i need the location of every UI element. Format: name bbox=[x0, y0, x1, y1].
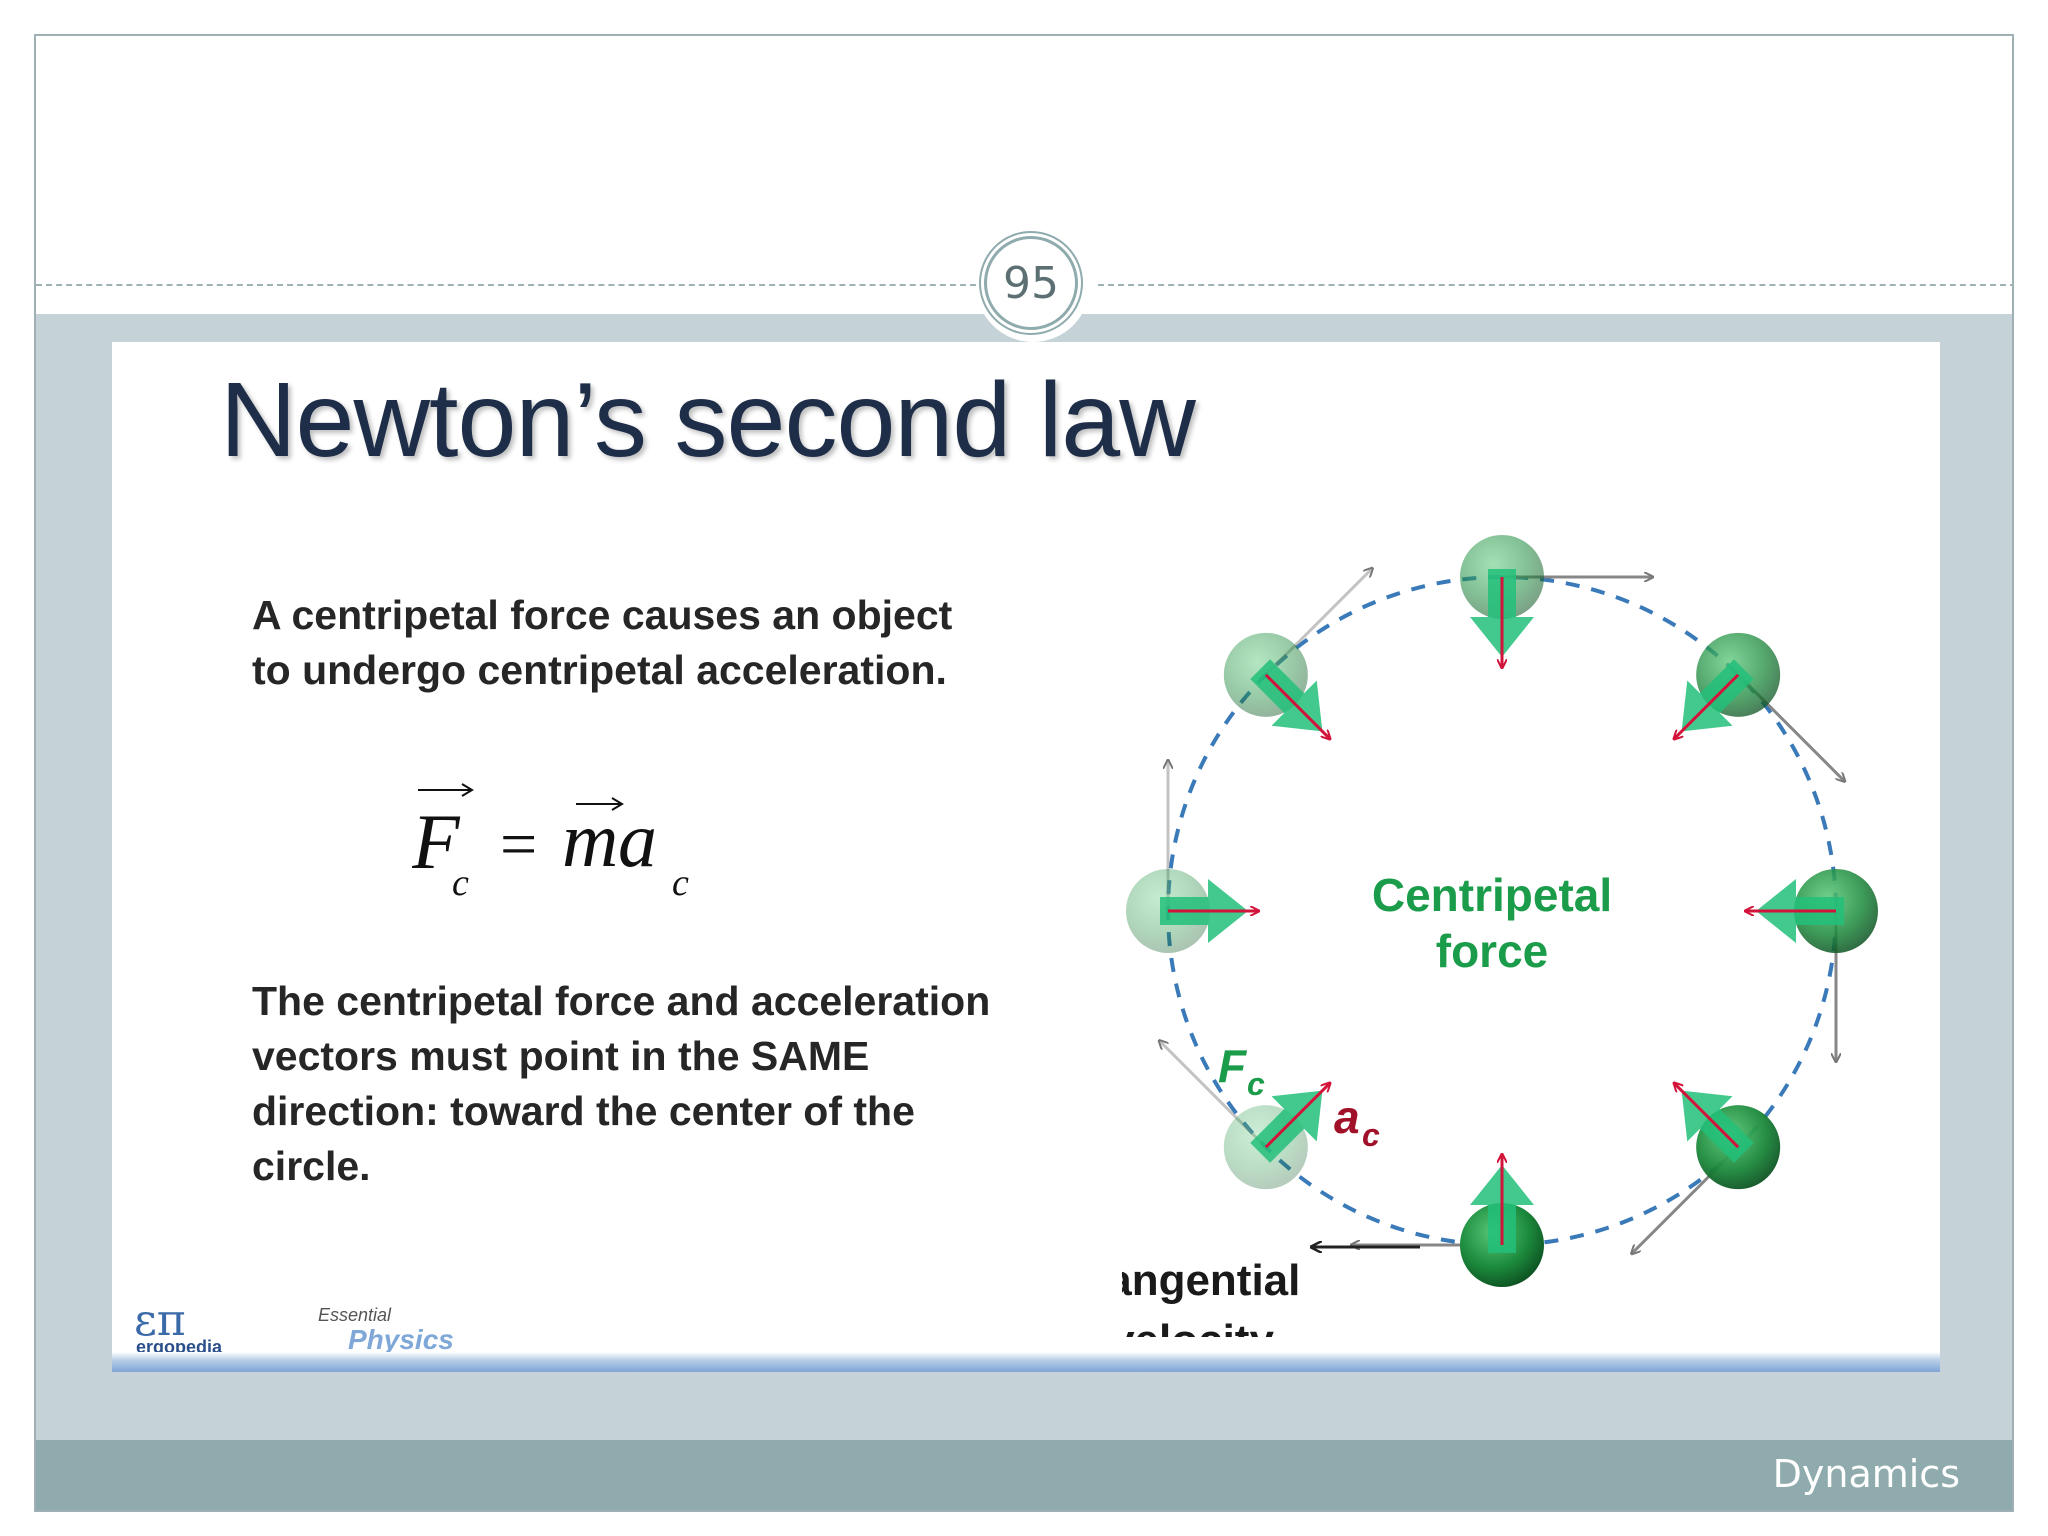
accel-label: a c bbox=[1334, 1091, 1380, 1153]
tangential-label: Tangential velocity bbox=[1122, 1256, 1300, 1337]
series-line2: Physics bbox=[348, 1324, 454, 1355]
accel-label-subscript: c bbox=[1362, 1117, 1380, 1153]
center-label-line1: Centripetal bbox=[1372, 869, 1612, 921]
vector-arrowhead-accel bbox=[611, 797, 624, 811]
slide-bottom-bar bbox=[112, 1352, 1940, 1372]
force-label-subscript: c bbox=[1247, 1066, 1265, 1102]
footer-band: Dynamics bbox=[36, 1440, 2012, 1510]
slide-title: Newton’s second law bbox=[220, 361, 1196, 479]
footer-section-label: Dynamics bbox=[1772, 1452, 1960, 1496]
slide-frame: Dynamics 95 Newton’s second law A centri… bbox=[34, 34, 2014, 1512]
orbit-object-top bbox=[1460, 535, 1652, 667]
equation-equals-sign: = bbox=[500, 808, 537, 881]
force-label: F c bbox=[1218, 1040, 1265, 1102]
acceleration-vector-bottom-right bbox=[1675, 1084, 1740, 1149]
equation-force-subscript: c bbox=[452, 862, 469, 904]
page-number-badge: 95 bbox=[976, 228, 1090, 342]
header-divider-left bbox=[36, 284, 976, 286]
equation-accel-subscript: c bbox=[672, 862, 689, 904]
orbit-object-bottom-right bbox=[1632, 1068, 1781, 1253]
orbit-object-bottom bbox=[1352, 1155, 1544, 1287]
equation-accel-symbol: a bbox=[618, 796, 657, 883]
acceleration-vector-bottom-left bbox=[1264, 1084, 1330, 1149]
logo-symbol: επ bbox=[134, 1297, 186, 1346]
equation-mass-symbol: m bbox=[562, 796, 618, 883]
orbit-object-right bbox=[1746, 869, 1878, 1061]
tangential-label-line1: Tangential bbox=[1122, 1256, 1300, 1305]
tangential-label-line2: velocity bbox=[1122, 1316, 1274, 1337]
center-label: Centripetal force bbox=[1372, 869, 1612, 977]
equation-force-symbol: F bbox=[412, 798, 461, 885]
vector-arrowhead-force bbox=[461, 783, 474, 797]
centripetal-force-diagram: Centripetal force F c a c Tangential vel… bbox=[1122, 535, 1878, 1337]
slide-content: Newton’s second law A centripetal force … bbox=[112, 342, 1940, 1372]
series-line1: Essential bbox=[318, 1305, 392, 1325]
orbit-objects bbox=[1126, 535, 1878, 1287]
paragraph-vector-direction: The centripetal force and acceleration v… bbox=[252, 978, 991, 1189]
acceleration-vector-top-left bbox=[1264, 673, 1330, 739]
accel-label-symbol: a bbox=[1334, 1091, 1360, 1143]
force-label-symbol: F bbox=[1218, 1040, 1248, 1092]
header-divider-right bbox=[1098, 284, 2012, 286]
newton-equation: F c = m a c bbox=[412, 783, 689, 904]
orbit-object-left bbox=[1126, 761, 1258, 953]
ergopedia-logo: επ ergopedia Essential Physics bbox=[134, 1297, 462, 1357]
page-number: 95 bbox=[979, 231, 1083, 335]
acceleration-vector-top-right bbox=[1675, 673, 1740, 739]
orbit-object-top-right bbox=[1659, 632, 1844, 781]
center-label-line2: force bbox=[1436, 925, 1548, 977]
orbit-object-top-left bbox=[1223, 569, 1372, 754]
orbit-object-bottom-left bbox=[1160, 1041, 1345, 1190]
paragraph-centripetal-definition: A centripetal force causes an object to … bbox=[252, 592, 953, 693]
